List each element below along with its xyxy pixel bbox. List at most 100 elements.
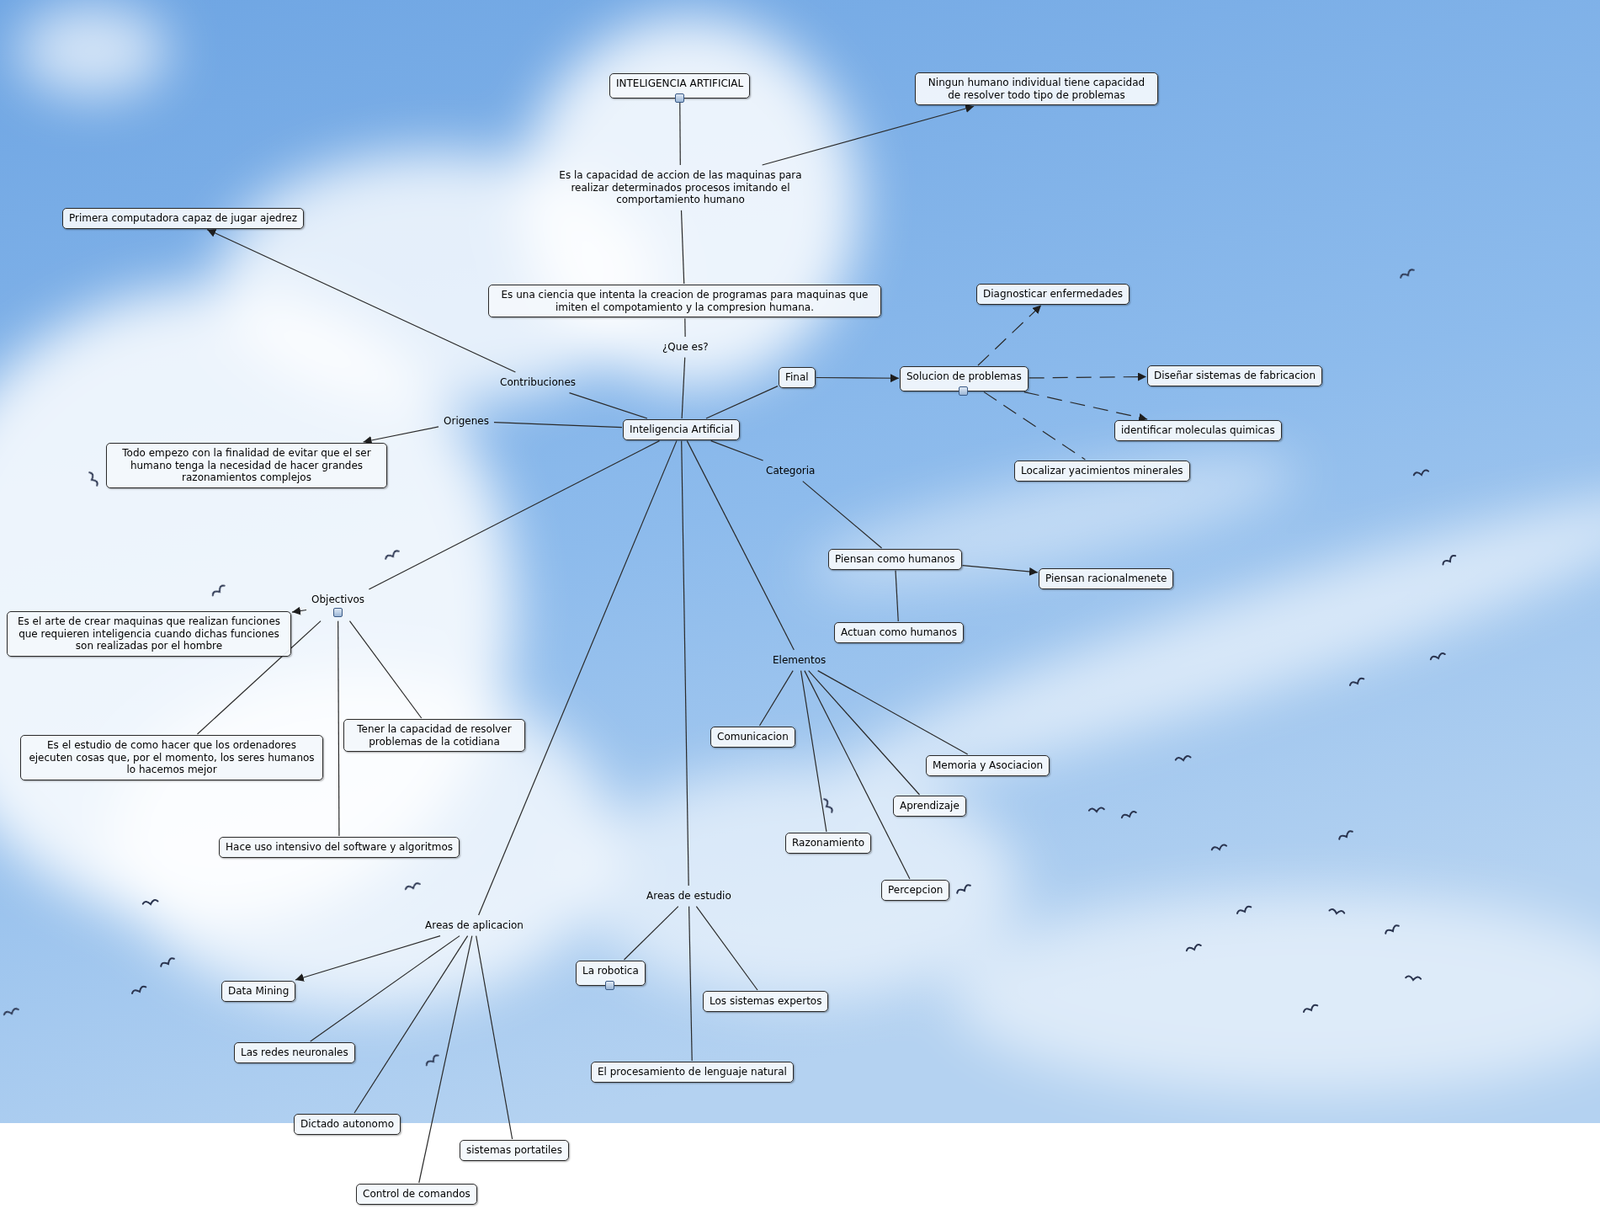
concept-box: Los sistemas expertos xyxy=(702,990,829,1012)
node-text: Inteligencia Artificial xyxy=(629,423,734,436)
connector xyxy=(207,229,516,373)
concept-box: La robotica xyxy=(575,960,646,986)
concept-box: Hace uso intensivo del software y algori… xyxy=(218,836,460,858)
resource-icon xyxy=(958,386,968,396)
connector xyxy=(679,99,681,165)
node-text: Es el estudio de como hacer que los orde… xyxy=(26,738,317,777)
node-text: Elementos xyxy=(772,653,826,667)
connector xyxy=(363,426,439,442)
connector xyxy=(1024,392,1148,420)
node-text: La robotica xyxy=(582,964,639,978)
linking-phrase: Elementos xyxy=(770,653,828,668)
node-text: Areas de estudio xyxy=(646,889,732,903)
node-text: Percepcion xyxy=(887,883,943,897)
concept-box: Es una ciencia que intenta la creacion d… xyxy=(488,284,882,318)
node-text: Piensan como humanos xyxy=(834,552,956,566)
node-text: Areas de aplicacion xyxy=(425,919,524,932)
connector xyxy=(681,210,685,284)
node-text: ¿Que es? xyxy=(662,340,709,354)
concept-box: Dictado autonomo xyxy=(293,1113,401,1135)
connector xyxy=(494,422,622,428)
connector xyxy=(711,441,764,461)
linking-phrase: ¿Que es? xyxy=(660,340,711,355)
connector xyxy=(895,570,899,622)
node-text: Aprendizaje xyxy=(899,799,960,813)
connector xyxy=(338,621,340,836)
connector xyxy=(1029,376,1147,378)
node-text: Es el arte de crear maquinas que realiza… xyxy=(13,615,285,653)
node-text: Actuan como humanos xyxy=(840,626,957,639)
connector xyxy=(295,935,441,980)
concept-box: Memoria y Asociacion xyxy=(925,754,1050,777)
concept-box: Las redes neuronales xyxy=(233,1041,356,1064)
node-text: Objectivos xyxy=(311,593,365,606)
birds xyxy=(3,268,1457,1067)
linking-phrase: Areas de estudio xyxy=(644,888,734,904)
concept-box: Percepcion xyxy=(881,879,950,901)
node-text: sistemas portatiles xyxy=(466,1143,563,1157)
concept-box: INTELIGENCIA ARTIFICIAL xyxy=(609,73,750,99)
node-text: Memoria y Asociacion xyxy=(932,759,1043,772)
node-text: INTELIGENCIA ARTIFICIAL xyxy=(616,77,744,91)
connector xyxy=(681,357,686,419)
connector xyxy=(706,386,778,419)
node-text: Control de comandos xyxy=(362,1187,471,1201)
connector xyxy=(368,441,660,590)
concept-box: Primera computadora capaz de jugar ajedr… xyxy=(62,207,304,229)
connector xyxy=(808,670,920,795)
connector xyxy=(476,935,513,1139)
connector xyxy=(696,906,758,990)
linking-phrase: Contribuciones xyxy=(498,375,578,390)
node-text: Primera computadora capaz de jugar ajedr… xyxy=(69,212,298,225)
concept-box: Aprendizaje xyxy=(893,795,967,817)
concept-box: Solucion de problemas xyxy=(899,366,1029,392)
connector xyxy=(801,670,827,832)
node-text: Diagnosticar enfermedades xyxy=(983,287,1123,301)
resource-icon xyxy=(605,980,615,990)
concept-box: Final xyxy=(778,366,816,389)
node-text: Tener la capacidad de resolver problemas… xyxy=(350,722,519,748)
connector xyxy=(569,393,648,419)
node-text: Data Mining xyxy=(228,984,289,998)
node-text: El procesamiento de lenguaje natural xyxy=(597,1065,787,1079)
concept-box: Piensan como humanos xyxy=(828,548,963,570)
linking-phrase: Areas de aplicacion xyxy=(423,918,526,933)
concept-box: Es el estudio de como hacer que los orde… xyxy=(20,734,324,781)
connector xyxy=(802,481,883,548)
node-text: Final xyxy=(785,371,809,384)
node-text: identificar moleculas quimicas xyxy=(1121,424,1276,437)
concept-box: Tener la capacidad de resolver problemas… xyxy=(343,718,526,752)
connector xyxy=(681,441,689,886)
concept-box: Localizar yacimientos minerales xyxy=(1014,460,1191,482)
connector xyxy=(762,106,975,165)
concept-box: Diseñar sistemas de fabricacion xyxy=(1147,365,1323,387)
concept-box: Data Mining xyxy=(221,980,296,1002)
node-text: Todo empezo con la finalidad de evitar q… xyxy=(112,446,381,484)
concept-box: Es el arte de crear maquinas que realiza… xyxy=(6,611,292,657)
connector xyxy=(478,441,677,915)
concept-box: Diagnosticar enfermedades xyxy=(976,283,1130,305)
node-text: Ningun humano individual tiene capacidad… xyxy=(921,76,1152,101)
connector xyxy=(983,392,1085,460)
concept-box: identificar moleculas quimicas xyxy=(1114,419,1282,442)
resource-icon xyxy=(333,607,343,617)
connector xyxy=(816,377,899,379)
linking-phrase: Es la capacidad de accion de las maquina… xyxy=(551,168,810,208)
node-text: Diseñar sistemas de fabricacion xyxy=(1153,369,1316,383)
node-text: Localizar yacimientos minerales xyxy=(1020,464,1184,478)
linking-phrase: Objectivos xyxy=(309,592,367,618)
concept-box: Razonamiento xyxy=(785,832,872,854)
concept-box: El procesamiento de lenguaje natural xyxy=(590,1061,794,1083)
linking-phrase: Categoria xyxy=(764,463,817,479)
node-text: Las redes neuronales xyxy=(240,1046,349,1059)
connector xyxy=(759,670,793,726)
connector xyxy=(354,935,468,1113)
node-text: Comunicacion xyxy=(717,730,789,744)
connector xyxy=(978,305,1042,366)
node-text: Hace uso intensivo del software y algori… xyxy=(225,840,453,854)
concept-box: sistemas portatiles xyxy=(459,1139,569,1161)
concept-box: Actuan como humanos xyxy=(834,621,964,644)
node-text: Razonamiento xyxy=(792,836,865,850)
